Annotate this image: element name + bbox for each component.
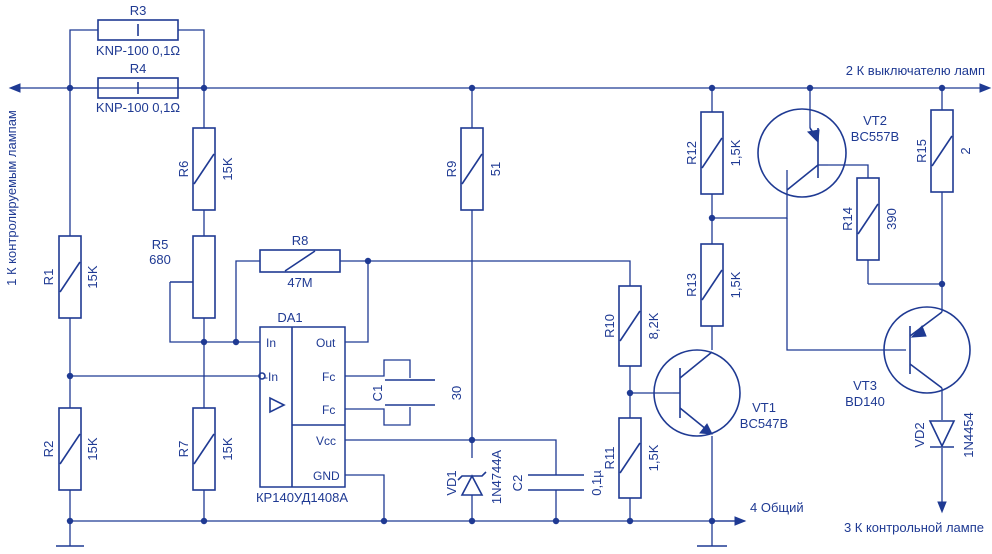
r1-ref: R1 [41, 269, 56, 286]
resistor-r6: R6 15K [176, 127, 235, 211]
c2-ref: C2 [510, 475, 525, 492]
da1-pin-vcc: Vcc [316, 434, 336, 448]
resistor-r9: R9 51 [444, 127, 503, 211]
vt3-ref: VT3 [853, 378, 877, 393]
r7-ref: R7 [176, 441, 191, 458]
wires [18, 29, 985, 547]
diode-vd2: VD2 1N4454 [912, 412, 976, 458]
vt3-value: BD140 [845, 394, 885, 409]
da1-ref: DA1 [277, 310, 302, 325]
vt2-ref: VT2 [863, 113, 887, 128]
da1-value: КР140УД1408А [256, 490, 348, 505]
r5-value: 680 [149, 252, 171, 267]
vt1-value: BC547B [740, 416, 788, 431]
r3-value: KNP-100 0,1Ω [96, 43, 180, 58]
net-arrows [8, 83, 992, 526]
resistor-r13: R13 1,5K [684, 243, 743, 327]
r2-value: 15K [85, 437, 100, 460]
r9-value: 51 [488, 162, 503, 176]
resistor-r10: R10 8,2K [602, 285, 661, 367]
potentiometer-r5: R5 680 [149, 235, 216, 319]
c1-value: 30 [449, 386, 464, 400]
r6-value: 15K [220, 157, 235, 180]
r4-ref: R4 [130, 61, 147, 76]
da1-pin-fc1: Fc [322, 370, 335, 384]
resistor-r3: R3 KNP-100 0,1Ω [96, 3, 180, 58]
capacitor-c2: C2 0,1µ [510, 470, 604, 496]
r9-ref: R9 [444, 161, 459, 178]
c2-value: 0,1µ [589, 470, 604, 496]
resistor-r14: R14 390 [840, 177, 899, 261]
vt2-value: BC557B [851, 129, 899, 144]
r10-value: 8,2K [646, 312, 661, 339]
r15-value: 2 [958, 147, 973, 154]
net-label-common: 4 Общий [750, 500, 804, 515]
da1-pin-out: Out [316, 336, 336, 350]
zener-diode-vd1: VD1 1N4744A [444, 450, 504, 505]
r2-ref: R2 [41, 441, 56, 458]
da1-pin-fc2: Fc [322, 403, 335, 417]
vd2-value: 1N4454 [961, 412, 976, 458]
r11-value: 1,5K [646, 444, 661, 471]
vd2-ref: VD2 [912, 422, 927, 447]
r12-value: 1,5K [728, 139, 743, 166]
ic-da1: DA1 КР140УД1408А In -In Out Fc Fc Vcc GN… [256, 310, 348, 505]
resistor-r4: R4 KNP-100 0,1Ω [96, 61, 180, 115]
capacitor-c1: C1 30 [370, 379, 464, 406]
resistor-r15: R15 2 [914, 109, 973, 193]
vt1-ref: VT1 [752, 400, 776, 415]
da1-pin-inv: -In [264, 370, 278, 384]
r3-ref: R3 [130, 3, 147, 18]
r8-value: 47M [287, 275, 312, 290]
resistor-r11: R11 1,5K [602, 417, 661, 499]
r1-value: 15K [85, 265, 100, 288]
r14-ref: R14 [840, 207, 855, 231]
r4-value: KNP-100 0,1Ω [96, 100, 180, 115]
da1-pin-in: In [266, 336, 276, 350]
resistor-r12: R12 1,5K [684, 111, 743, 195]
resistor-r8: R8 47M [259, 233, 341, 290]
transistor-vt1: VT1 BC547B [653, 349, 788, 437]
r6-ref: R6 [176, 161, 191, 178]
resistor-r1: R1 15K [41, 235, 100, 319]
resistor-r2: R2 15K [41, 407, 100, 491]
net-label-switch: 2 К выключателю ламп [846, 63, 985, 78]
r10-ref: R10 [602, 314, 617, 338]
transistor-vt3: VT3 BD140 [845, 306, 971, 409]
r5-ref: R5 [152, 237, 169, 252]
r12-ref: R12 [684, 141, 699, 165]
r15-ref: R15 [914, 139, 929, 163]
vd1-value: 1N4744A [489, 450, 504, 505]
r11-ref: R11 [602, 447, 617, 470]
r13-ref: R13 [684, 273, 699, 297]
transistor-vt2: VT2 BC557B [757, 108, 899, 198]
vd1-ref: VD1 [444, 470, 459, 495]
net-label-control-lamp: 3 К контрольной лампе [844, 520, 984, 535]
r14-value: 390 [884, 208, 899, 230]
r13-value: 1,5K [728, 271, 743, 298]
c1-ref: C1 [370, 385, 385, 402]
junctions [66, 84, 946, 525]
resistor-r7: R7 15K [176, 407, 235, 491]
r7-value: 15K [220, 437, 235, 460]
r8-ref: R8 [292, 233, 309, 248]
da1-pin-gnd: GND [313, 469, 340, 483]
net-label-lamps: 1 К контролируемым лампам [4, 110, 19, 286]
